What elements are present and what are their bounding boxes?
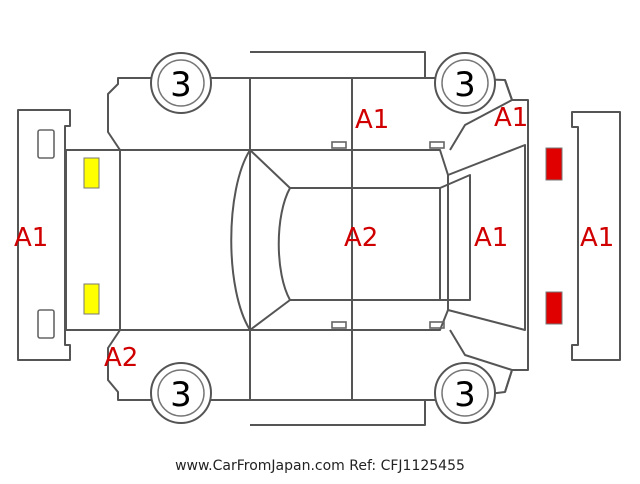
wheel-front-left-score: 3 xyxy=(170,65,192,105)
wheel-front-right: 3 xyxy=(150,362,212,424)
code-front-left-corner: A2 xyxy=(104,343,138,373)
taillamp-top xyxy=(545,147,563,181)
wheel-rear-right-score: 3 xyxy=(454,375,476,415)
wheel-front-left: 3 xyxy=(150,52,212,114)
wheel-rear-left: 3 xyxy=(434,52,496,114)
front-bumper xyxy=(17,109,71,361)
taillamp-bottom xyxy=(545,291,563,325)
wheel-front-right-score: 3 xyxy=(170,375,192,415)
code-rear-bumper: A1 xyxy=(580,223,614,253)
code-roof: A2 xyxy=(344,223,378,253)
rear-bumper xyxy=(571,111,621,361)
code-front-bumper: A1 xyxy=(14,223,48,253)
wheel-rear-right: 3 xyxy=(434,362,496,424)
headlamp-bottom xyxy=(83,283,100,315)
code-left-door: A1 xyxy=(355,105,389,135)
headlamp-top xyxy=(83,157,100,189)
code-rear-glass: A1 xyxy=(474,223,508,253)
code-left-rear-quarter: A1 xyxy=(494,103,528,133)
wheel-rear-left-score: 3 xyxy=(454,65,476,105)
footer-reference: www.CarFromJapan.com Ref: CFJ1125455 xyxy=(175,458,465,474)
